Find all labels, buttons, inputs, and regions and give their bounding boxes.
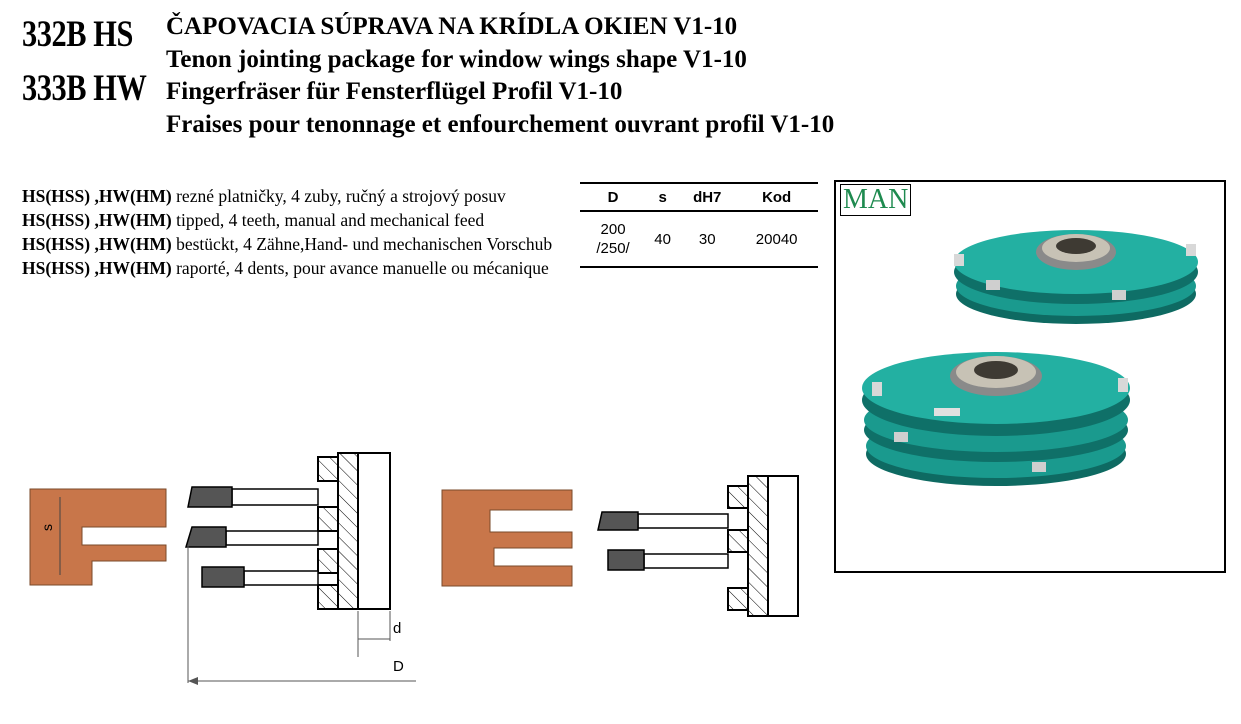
col-header-s: s (646, 182, 680, 212)
description-german: HS(HSS) ,HW(HM) bestückt, 4 Zähne,Hand- … (22, 234, 553, 254)
tenon-diagram: s d D (29, 452, 416, 685)
knife-tip-3 (201, 566, 245, 588)
d-dimension-label: d (393, 620, 401, 637)
col-header-D: D (580, 182, 647, 212)
tenon-workpiece (29, 488, 167, 586)
mortise-diagram (441, 475, 799, 617)
col-header-dh7: dH7 (679, 182, 736, 212)
upper-cutter-set (954, 230, 1198, 324)
cell-kod: 20040 (735, 211, 818, 268)
title-slovak: ČAPOVACIA SÚPRAVA NA KRÍDLA OKIEN V1-10 (166, 13, 738, 40)
knife-tip-2 (184, 526, 227, 548)
description-slovak: HS(HSS) ,HW(HM) rezné platničky, 4 zuby,… (22, 186, 506, 206)
title-german: Fingerfräser für Fensterflügel Profil V1… (166, 78, 623, 105)
cutter-photo-illustration (862, 230, 1198, 486)
product-code-hs: 332B HS (22, 14, 133, 55)
cell-dh7: 30 (679, 211, 736, 268)
cell-D: 200/250/ (580, 211, 647, 268)
lower-cutter-set (862, 352, 1130, 486)
knife-tip-1 (187, 486, 233, 508)
description-block: HS(HSS) ,HW(HM) rezné platničky, 4 zuby,… (22, 184, 582, 280)
title-french: Fraises pour tenonnage et enfourchement … (166, 111, 835, 138)
mortise-workpiece (441, 489, 573, 587)
man-label: MAN (840, 184, 912, 216)
product-code-hw: 333B HW (22, 68, 147, 109)
table-row: 200/250/ 40 30 20040 (580, 211, 818, 268)
spec-table: D s dH7 Kod 200/250/ 40 30 20040 (580, 182, 818, 268)
col-header-kod: Kod (735, 182, 818, 212)
description-french: HS(HSS) ,HW(HM) raporté, 4 dents, pour a… (22, 258, 549, 278)
D-dimension-label: D (393, 658, 404, 675)
s-dimension-label: s (39, 524, 55, 531)
product-photo: MAN (834, 180, 1226, 573)
cell-s: 40 (646, 211, 680, 268)
description-english: HS(HSS) ,HW(HM) tipped, 4 teeth, manual … (22, 210, 485, 230)
knife-tip-5 (607, 549, 645, 571)
title-english: Tenon jointing package for window wings … (166, 46, 747, 73)
knife-tip-4 (597, 511, 639, 531)
